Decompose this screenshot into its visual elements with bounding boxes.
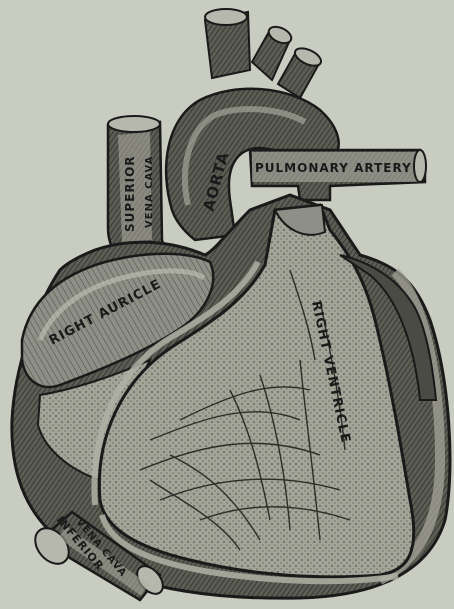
brachiocephalic-vessels [205,9,324,98]
label-superior-vena-cava-line1: SUPERIOR [123,155,137,232]
label-superior-vena-cava-line2: VENA CAVA [144,156,155,228]
label-pulmonary-artery: PULMONARY ARTERY [255,161,412,175]
